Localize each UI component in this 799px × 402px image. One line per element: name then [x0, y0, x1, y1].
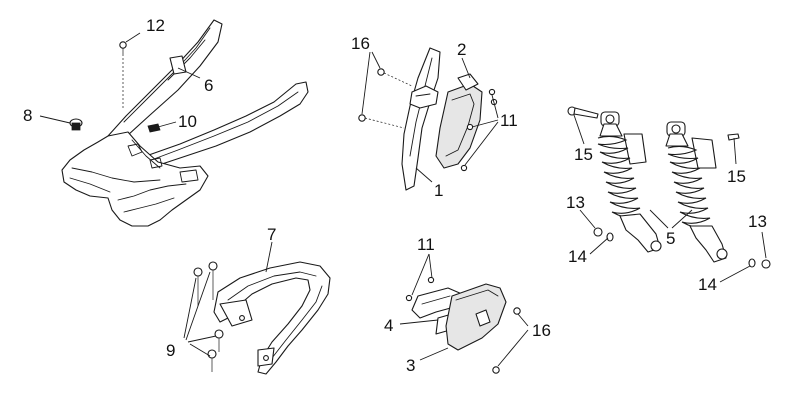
rear-shock-absorber-right [665, 121, 728, 263]
callout-9: 9 [166, 341, 175, 360]
callout-6: 6 [204, 76, 213, 95]
callout-4: 4 [384, 316, 393, 335]
callout-2: 2 [457, 40, 466, 59]
callout-15-right: 15 [727, 167, 746, 186]
callout-11-bottom: 11 [417, 235, 435, 254]
callout-16-bottom: 16 [532, 321, 551, 340]
callout-15-left: 15 [574, 145, 593, 164]
callout-14-right: 14 [698, 275, 717, 294]
rear-body-cover [61, 19, 309, 227]
callout-12: 12 [146, 16, 165, 35]
callout-8: 8 [23, 106, 32, 125]
mudguard-bracket-assembly [358, 47, 498, 191]
shock-spring-right [667, 145, 713, 229]
callout-11-top: 11 [500, 111, 518, 130]
leader-lines [39, 32, 767, 367]
shock-hardware [567, 106, 771, 269]
shock-spring-left [597, 135, 643, 219]
callout-7: 7 [267, 225, 276, 244]
callout-16-top: 16 [351, 34, 370, 53]
callout-13-right: 13 [748, 212, 767, 231]
rear-shock-absorber-left [597, 111, 662, 253]
callout-14-left: 14 [568, 247, 587, 266]
callout-10: 10 [178, 112, 197, 131]
reflector-bracket-assembly [405, 276, 521, 374]
grab-rail [193, 261, 331, 375]
callout-13-left: 13 [566, 193, 585, 212]
callout-labels: 12 6 8 10 16 2 11 1 15 15 13 5 14 13 14 … [23, 16, 767, 375]
callout-1: 1 [434, 181, 443, 200]
callout-5: 5 [666, 229, 675, 248]
callout-3: 3 [406, 356, 415, 375]
